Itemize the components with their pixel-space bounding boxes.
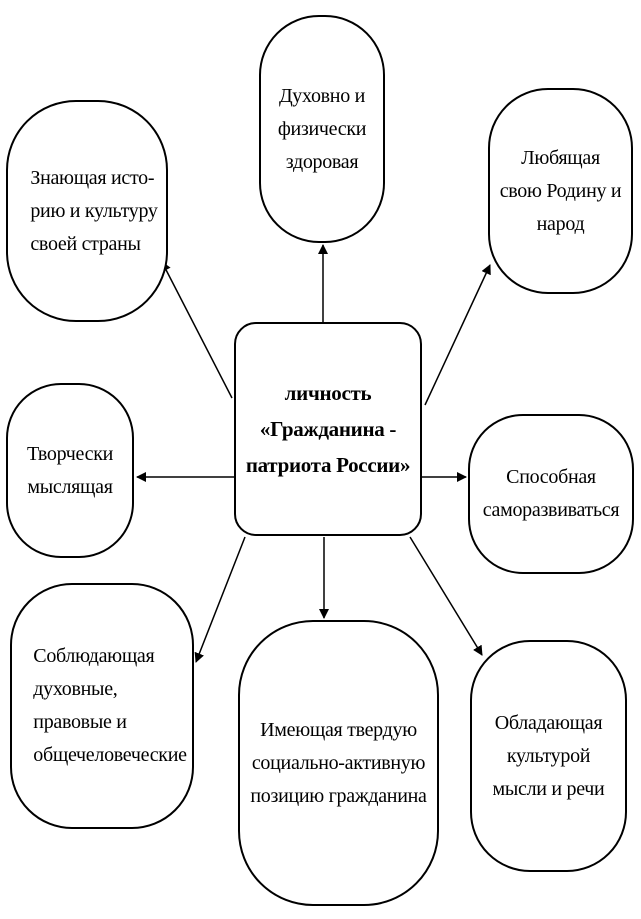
arrow-to-norms xyxy=(194,536,246,663)
node-norms: Соблюдающая духовные, правовые и общечел… xyxy=(10,583,194,829)
node-health-label: Духовно и физически здоровая xyxy=(277,84,367,173)
node-homeland-label: Любящая свою Родину и народ xyxy=(499,146,622,235)
node-history: Знающая исто- рию и культуру своей стран… xyxy=(6,100,168,322)
node-creative-label: Творчески мыслящая xyxy=(26,442,114,498)
node-history-label: Знающая исто- рию и культуру своей стран… xyxy=(30,166,158,255)
node-norms-label: Соблюдающая духовные, правовые и общечел… xyxy=(33,645,187,766)
node-selfdev: Способная саморазвиваться xyxy=(468,414,634,574)
center-node-label: личность «Гражданина - патриота России» xyxy=(245,381,411,477)
arrow-to-homeland xyxy=(424,264,491,406)
node-position-label: Имеющая твердую социально-активную позиц… xyxy=(250,718,427,807)
node-culture-label: Обладающая культурой мысли и речи xyxy=(492,711,605,800)
arrow-to-history xyxy=(161,261,233,399)
node-position: Имеющая твердую социально-активную позиц… xyxy=(238,620,439,906)
arrow-to-culture xyxy=(409,536,483,656)
node-selfdev-label: Способная саморазвиваться xyxy=(482,466,620,521)
center-node: личность «Гражданина - патриота России» xyxy=(234,322,422,536)
node-health: Духовно и физически здоровая xyxy=(259,15,385,243)
node-culture: Обладающая культурой мысли и речи xyxy=(470,640,627,872)
node-homeland: Любящая свою Родину и народ xyxy=(488,88,633,294)
node-creative: Творчески мыслящая xyxy=(6,383,134,558)
